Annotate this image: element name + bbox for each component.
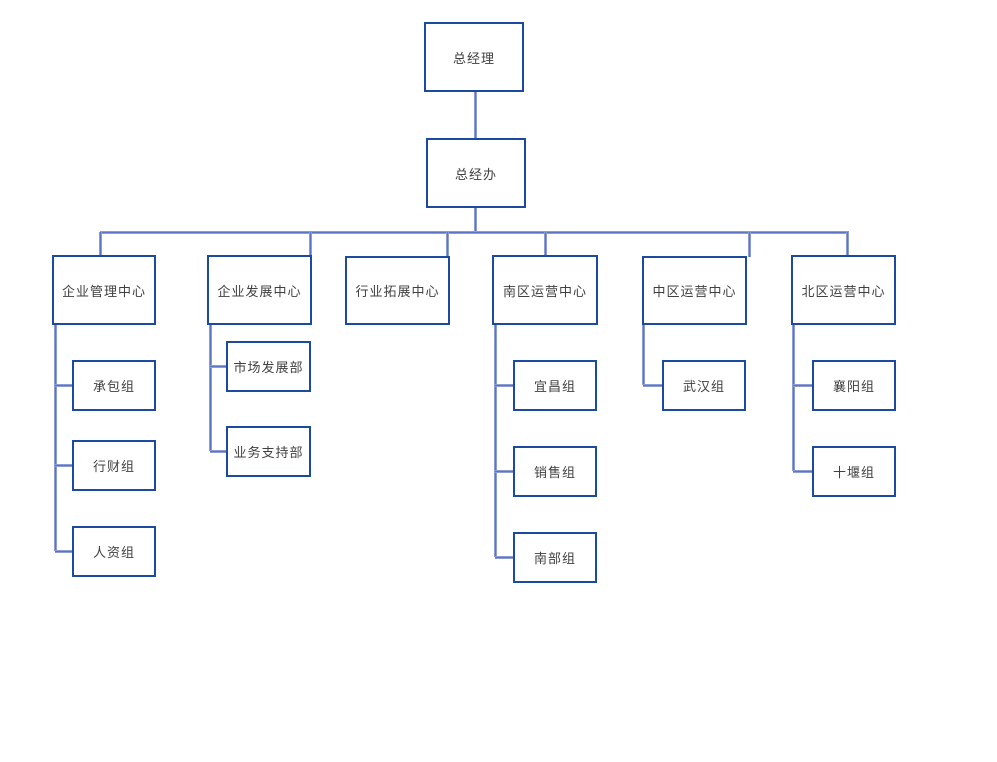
connector-line (473, 92, 477, 138)
connector-line (495, 555, 515, 559)
org-node-c1a[interactable]: 承包组 (72, 360, 156, 411)
org-node-label: 总经办 (454, 166, 497, 182)
org-node-c2[interactable]: 企业发展中心 (207, 255, 312, 325)
connector-line (208, 325, 212, 451)
connector-line (793, 383, 814, 387)
org-node-label: 十堰组 (832, 465, 875, 480)
org-node-label: 市场发展部 (233, 360, 304, 375)
org-node-c4b[interactable]: 销售组 (513, 446, 597, 497)
org-node-c4c[interactable]: 南部组 (513, 532, 597, 583)
connector-line (55, 383, 74, 387)
org-node-c4a[interactable]: 宜昌组 (513, 360, 597, 411)
connector-line (55, 549, 74, 553)
org-node-c1b[interactable]: 行财组 (72, 440, 156, 491)
org-node-c2b[interactable]: 业务支持部 (226, 426, 311, 477)
org-node-c6a[interactable]: 襄阳组 (812, 360, 896, 411)
connector-line (308, 232, 312, 256)
connector-line (791, 325, 795, 471)
org-node-label: 企业发展中心 (217, 283, 302, 299)
org-node-c2a[interactable]: 市场发展部 (226, 341, 311, 392)
org-node-c3[interactable]: 行业拓展中心 (345, 256, 450, 325)
org-node-c4[interactable]: 南区运营中心 (492, 255, 598, 325)
connector-line (747, 232, 751, 257)
connector-line (53, 325, 57, 551)
org-node-label: 承包组 (92, 379, 135, 394)
connector-line (641, 325, 645, 385)
org-node-label: 宜昌组 (533, 379, 576, 394)
connector-line (495, 383, 515, 387)
org-node-label: 南部组 (533, 551, 576, 566)
org-node-label: 企业管理中心 (61, 283, 146, 299)
org-node-label: 武汉组 (682, 379, 725, 394)
connector-line (210, 364, 228, 368)
org-node-label: 行财组 (92, 459, 135, 474)
org-node-c6[interactable]: 北区运营中心 (791, 255, 896, 325)
org-node-label: 中区运营中心 (652, 284, 737, 299)
connector-line (445, 232, 449, 257)
org-node-c5[interactable]: 中区运营中心 (642, 256, 747, 325)
connector-line (493, 325, 497, 557)
connector-line (793, 469, 814, 473)
org-node-c1c[interactable]: 人资组 (72, 526, 156, 577)
connector-line (495, 469, 515, 473)
org-node-label: 北区运营中心 (801, 283, 886, 299)
org-node-label: 人资组 (92, 545, 135, 560)
org-node-c5a[interactable]: 武汉组 (662, 360, 746, 411)
org-node-label: 销售组 (533, 465, 576, 480)
connector-line (100, 230, 849, 234)
org-node-c1[interactable]: 企业管理中心 (52, 255, 156, 325)
connector-line (210, 449, 228, 453)
org-node-label: 南区运营中心 (502, 283, 587, 299)
org-node-c6b[interactable]: 十堰组 (812, 446, 896, 497)
org-node-gm[interactable]: 总经理 (424, 22, 524, 92)
org-node-label: 总经理 (452, 50, 495, 66)
connector-line (98, 232, 102, 256)
connector-line (643, 383, 664, 387)
connector-line (845, 232, 849, 256)
org-node-label: 行业拓展中心 (355, 284, 440, 299)
connector-line (543, 232, 547, 256)
connector-line (473, 208, 477, 232)
org-node-gmo[interactable]: 总经办 (426, 138, 526, 208)
connector-line (55, 463, 74, 467)
org-node-label: 业务支持部 (233, 445, 304, 460)
org-node-label: 襄阳组 (832, 379, 875, 394)
